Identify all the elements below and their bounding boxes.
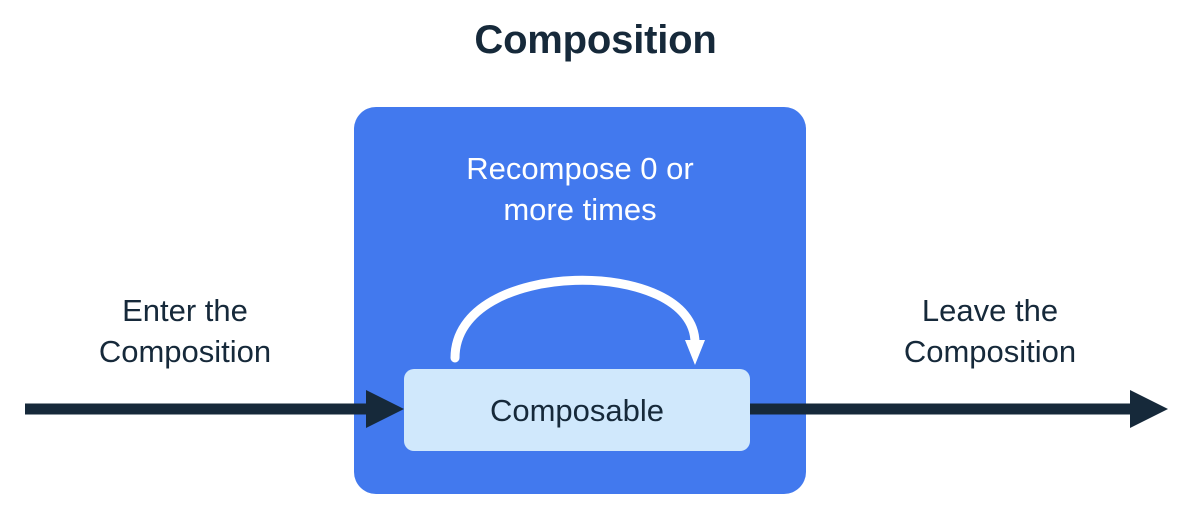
recompose-caption-line-2: more times — [503, 192, 657, 228]
recompose-caption: Recompose 0 or more times — [354, 148, 806, 230]
enter-composition-label-line-2: Composition — [98, 334, 272, 370]
recompose-caption-line-1: Recompose 0 or — [466, 151, 694, 186]
enter-composition-label-line-1: Enter the — [122, 293, 248, 328]
enter-composition-label: Enter the Composition — [40, 290, 330, 372]
leave-composition-arrowhead — [1130, 390, 1168, 428]
leave-composition-label-line-2: Composition — [903, 334, 1077, 370]
composable-label: Composable — [489, 392, 665, 428]
leave-composition-label: Leave the Composition — [845, 290, 1135, 372]
page-title: Composition — [474, 18, 717, 62]
leave-composition-label-line-1: Leave the — [921, 293, 1059, 328]
composable-box: Composable — [404, 369, 750, 451]
